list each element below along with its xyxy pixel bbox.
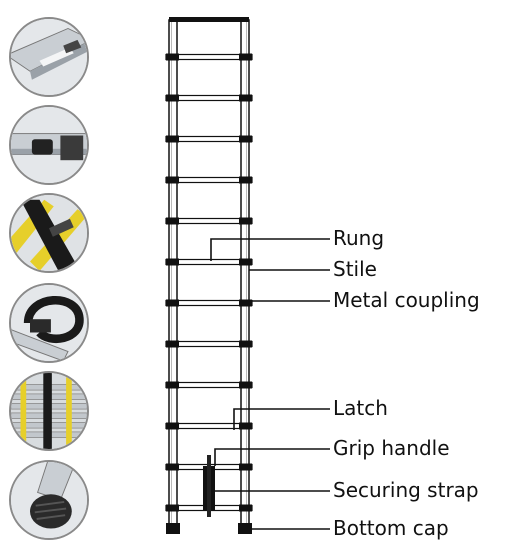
stile-detail-thumbnail (9, 17, 89, 97)
rung-8 (165, 340, 253, 348)
metal-coupling-block (166, 381, 179, 389)
rung-leader-line (210, 238, 330, 261)
metal-coupling-block (239, 504, 252, 512)
rung-5 (165, 217, 253, 225)
metal-coupling-block (166, 217, 179, 225)
strap-detail-thumbnail (9, 193, 89, 273)
rung-6 (165, 258, 253, 266)
rung-1 (165, 53, 253, 61)
latch-label: Latch (333, 396, 388, 420)
bottom-cap-closeup-icon (11, 462, 87, 538)
metal-coupling-block (166, 176, 179, 184)
securing-strap-shape (207, 455, 211, 517)
latch-closeup-icon (11, 107, 87, 183)
collapsed-rungs-thumbnail (9, 371, 89, 451)
metal-coupling-block (239, 422, 252, 430)
metal-coupling-block (239, 463, 252, 471)
metal-coupling-block (239, 340, 252, 348)
latch-leader-line (233, 408, 330, 430)
metal-coupling-block (166, 463, 179, 471)
metal-coupling-label: Metal coupling (333, 288, 480, 312)
metal-coupling-block (239, 53, 252, 61)
grip-handle-label: Grip handle (333, 436, 450, 460)
top-cap (169, 17, 249, 22)
rung-10 (165, 422, 253, 430)
latch-detail-thumbnail (9, 105, 89, 185)
rung-label: Rung (333, 226, 385, 250)
rung-4 (165, 176, 253, 184)
metal-coupling-block (239, 94, 252, 102)
stile-closeup-icon (11, 19, 87, 95)
metal-coupling-block (239, 258, 252, 266)
rung-7 (165, 299, 253, 307)
coupling-detail-thumbnail (9, 283, 89, 363)
rung-3 (165, 135, 253, 143)
rungs (165, 53, 253, 512)
metal-coupling-block (166, 135, 179, 143)
metal-coupling-block (166, 422, 179, 430)
metal-coupling-block (239, 176, 252, 184)
stile-label: Stile (333, 257, 377, 281)
bottom-cap-thumbnail (9, 460, 89, 540)
collapsed-rungs-icon (11, 373, 87, 449)
strap-closeup-icon (11, 195, 87, 271)
metal-coupling-block (166, 258, 179, 266)
rung-2 (165, 94, 253, 102)
leader-lines (210, 238, 330, 530)
grip-handle-leader-line (214, 448, 330, 466)
rung-9 (165, 381, 253, 389)
coupling-closeup-icon (11, 285, 87, 361)
metal-coupling-block (166, 53, 179, 61)
right-bottom-cap (238, 523, 252, 534)
bottom-cap-label: Bottom cap (333, 516, 449, 540)
metal-coupling-block (239, 217, 252, 225)
metal-coupling-block (166, 94, 179, 102)
metal-coupling-block (239, 135, 252, 143)
metal-coupling-block (239, 299, 252, 307)
metal-coupling-block (166, 504, 179, 512)
securing-strap-label: Securing strap (333, 478, 479, 502)
left-bottom-cap (166, 523, 180, 534)
metal-coupling-block (166, 340, 179, 348)
metal-coupling-block (166, 299, 179, 307)
metal-coupling-block (239, 381, 252, 389)
